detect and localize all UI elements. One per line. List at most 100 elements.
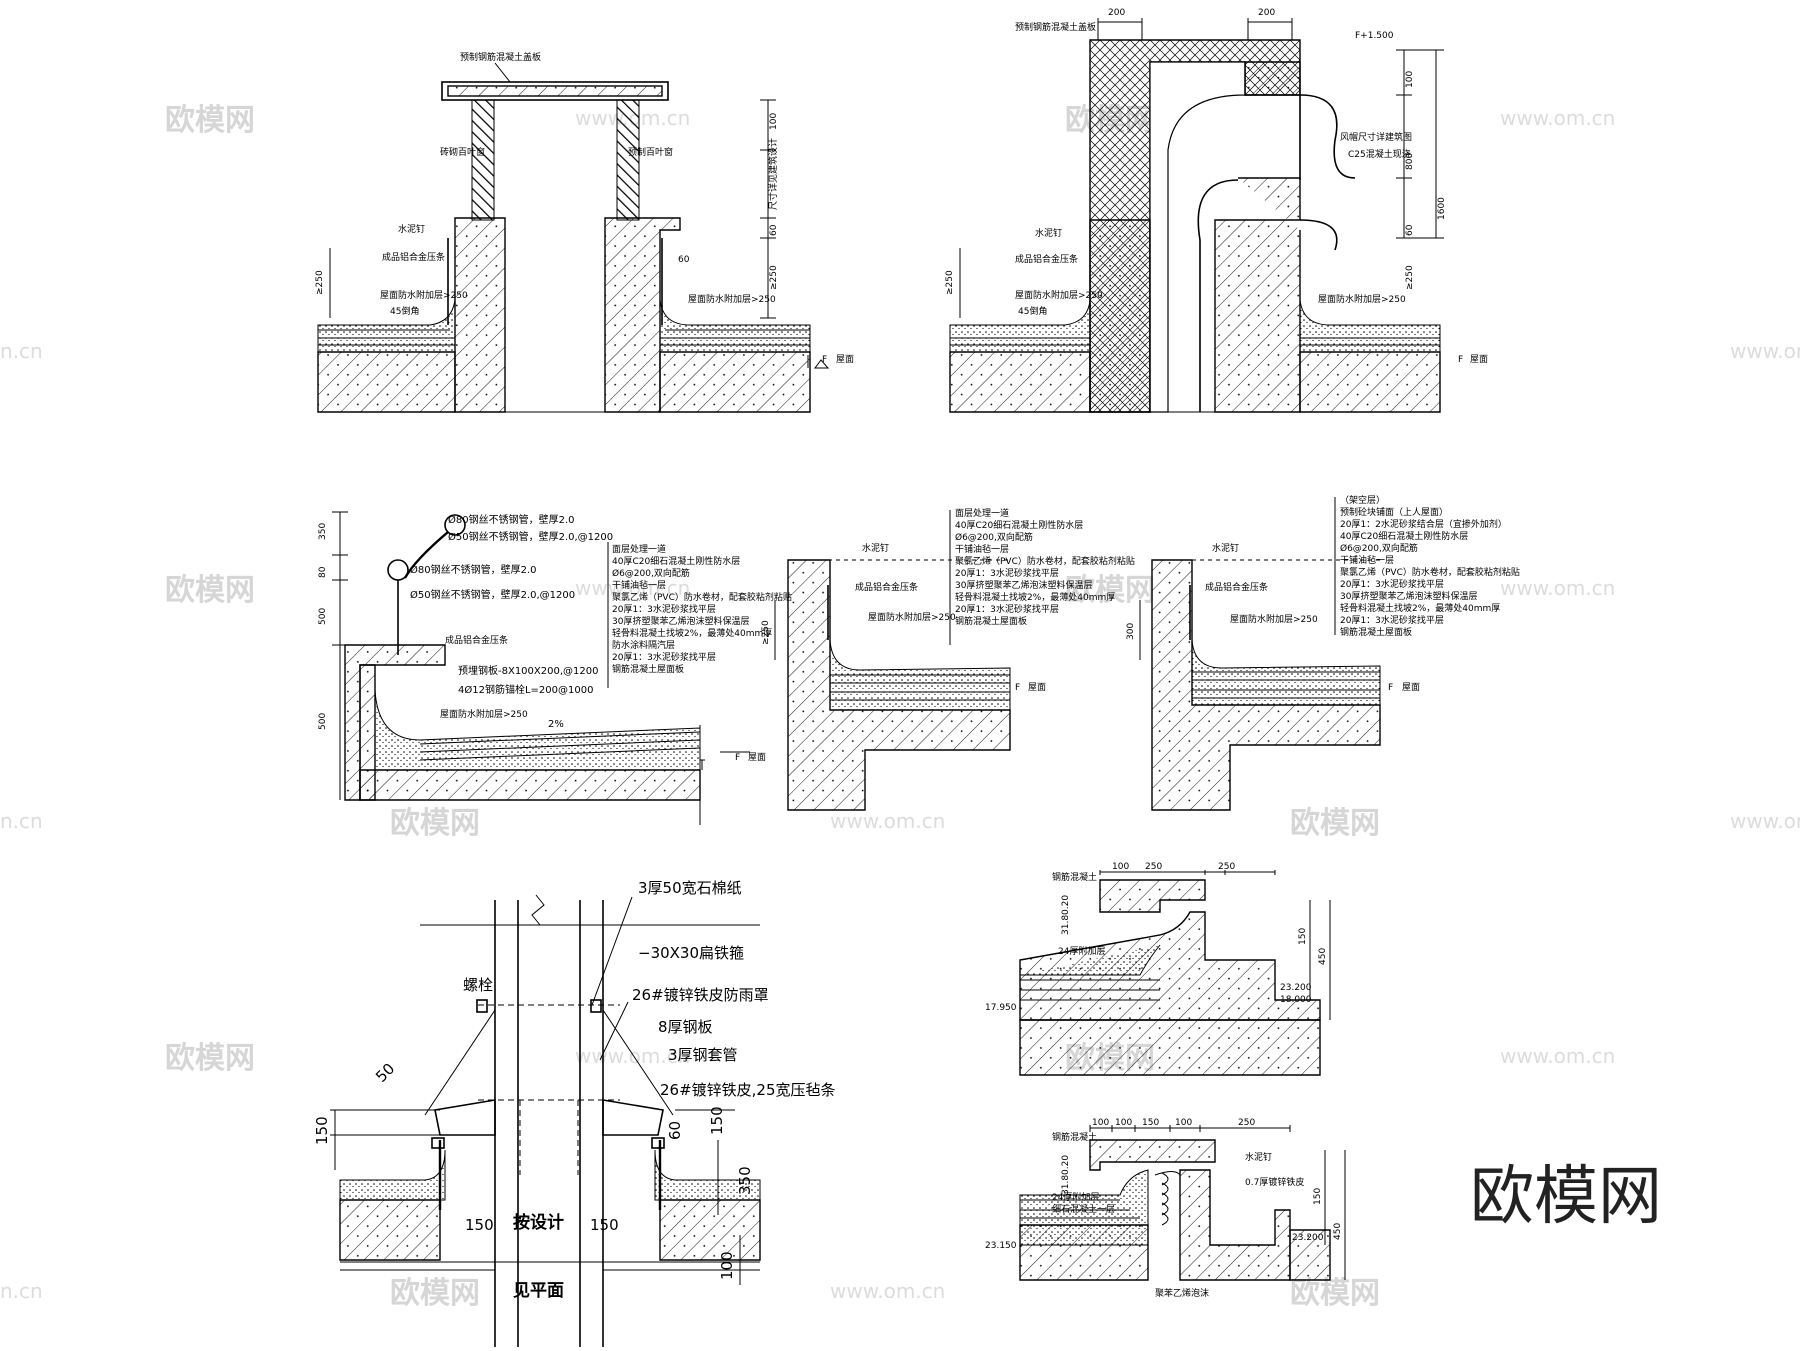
- svg-text:成品铝合金压条: 成品铝合金压条: [1015, 253, 1078, 265]
- louver-left: [471, 99, 495, 221]
- brand-logo: 欧模网: [1470, 1160, 1662, 1234]
- svg-text:23.150: 23.150: [985, 1241, 1017, 1251]
- svg-text:聚氯乙烯（PVC）防水卷材，配套胶粘剂粘贴: 聚氯乙烯（PVC）防水卷材，配套胶粘剂粘贴: [1340, 566, 1520, 578]
- svg-text:30厚挤塑聚苯乙烯泡沫塑料保温层: 30厚挤塑聚苯乙烯泡沫塑料保温层: [955, 579, 1092, 591]
- svg-text:聚苯乙烯泡沫: 聚苯乙烯泡沫: [1155, 1287, 1209, 1299]
- svg-text:2%: 2%: [548, 719, 564, 730]
- svg-text:Ø50钢丝不锈钢管，壁厚2.0,@1200: Ø50钢丝不锈钢管，壁厚2.0,@1200: [448, 530, 613, 543]
- svg-text:80: 80: [318, 566, 328, 578]
- svg-text:细石混凝土一层: 细石混凝土一层: [1052, 1203, 1115, 1215]
- chamfer-note: 45倒角: [390, 305, 419, 317]
- svg-text:Ø6@200,双向配筋: Ø6@200,双向配筋: [1340, 542, 1418, 554]
- svg-text:60: 60: [769, 224, 779, 236]
- svg-text:钢筋混凝土屋面板: 钢筋混凝土屋面板: [955, 615, 1027, 627]
- svg-text:面层处理一道: 面层处理一道: [955, 507, 1009, 519]
- watermark-url: www.om.cn: [575, 1044, 690, 1068]
- svg-text:300: 300: [1126, 623, 1136, 640]
- svg-text:31.80.20: 31.80.20: [1061, 895, 1071, 935]
- svg-text:≥250: ≥250: [945, 270, 955, 295]
- svg-text:≥250: ≥250: [769, 265, 779, 290]
- svg-text:800: 800: [1405, 153, 1415, 170]
- slab-right: [659, 351, 811, 413]
- svg-text:防水涂料隔汽层: 防水涂料隔汽层: [612, 639, 675, 651]
- svg-text:24厚附加层: 24厚附加层: [1052, 1191, 1099, 1203]
- svg-text:≥250: ≥250: [1405, 265, 1415, 290]
- detail-2-hood: 200 200 预制钢筋混凝土盖板 F+1.500 风帽尺寸详建筑图 C25混凝…: [945, 8, 1488, 413]
- detail-6-pipe-penetration: 3厚50宽石棉纸 −30X30扁铁箍 26#镀锌铁皮防雨罩 8厚钢板 3厚钢套管…: [313, 879, 836, 1347]
- svg-text:23.200: 23.200: [1292, 1233, 1324, 1243]
- detail-4-layer-list: 面层处理一道 40厚C20细石混凝土刚性防水层 Ø6@200,双向配筋 干铺油毡…: [955, 507, 1135, 627]
- svg-text:Ø80钢丝不锈钢管，壁厚2.0: Ø80钢丝不锈钢管，壁厚2.0: [410, 563, 537, 576]
- svg-text:200: 200: [1258, 8, 1275, 18]
- hood-wall-right: [1214, 177, 1301, 413]
- svg-text:水泥钉: 水泥钉: [862, 542, 889, 554]
- svg-text:聚氯乙烯（PVC）防水卷材，配套胶粘剂粘贴: 聚氯乙烯（PVC）防水卷材，配套胶粘剂粘贴: [955, 555, 1135, 567]
- svg-text:预埋钢板-8X100X200,@1200: 预埋钢板-8X100X200,@1200: [458, 664, 598, 677]
- svg-text:250: 250: [1238, 1118, 1255, 1128]
- svg-text:50: 50: [372, 1060, 398, 1086]
- pier-left-note: 砖砌百叶窗: [440, 146, 485, 158]
- svg-text:屋面防水附加层>250: 屋面防水附加层>250: [1230, 613, 1318, 625]
- svg-text:100: 100: [1112, 862, 1129, 872]
- svg-text:250: 250: [1218, 862, 1235, 872]
- pipe-note-5: 3厚钢套管: [668, 1046, 738, 1064]
- strip-note: 成品铝合金压条: [382, 251, 445, 263]
- wall-left: [454, 217, 506, 413]
- svg-text:20厚1：3水泥砂浆找平层: 20厚1：3水泥砂浆找平层: [955, 567, 1059, 579]
- svg-text:18.000: 18.000: [1280, 995, 1312, 1005]
- detail-3-layer-list: 面层处理一道 40厚C20细石混凝土刚性防水层 Ø6@200,双向配筋 干铺油毡…: [612, 543, 792, 675]
- svg-text:40厚C20细石混凝土刚性防水层: 40厚C20细石混凝土刚性防水层: [612, 555, 740, 567]
- svg-text:100: 100: [769, 113, 779, 130]
- bolt-note: 螺栓: [463, 976, 493, 994]
- svg-text:C25混凝土现浇: C25混凝土现浇: [1348, 148, 1411, 160]
- svg-text:F: F: [1458, 355, 1463, 365]
- svg-text:屋面: 屋面: [748, 752, 766, 763]
- svg-text:150: 150: [708, 1106, 726, 1135]
- watermark-url: www.om.cn: [575, 576, 690, 600]
- svg-text:干铺油毡一层: 干铺油毡一层: [612, 579, 666, 591]
- watermark-brand: 欧模网: [165, 103, 255, 138]
- svg-text:屋面: 屋面: [836, 354, 854, 365]
- svg-text:350: 350: [736, 1166, 754, 1195]
- svg-text:20厚1：3水泥砂浆找平层: 20厚1：3水泥砂浆找平层: [955, 603, 1059, 615]
- watermark-brand: 欧模网: [390, 1276, 480, 1311]
- svg-text:100: 100: [718, 1251, 736, 1280]
- svg-text:45倒角: 45倒角: [1018, 305, 1047, 317]
- svg-text:屋面防水附加层>250: 屋面防水附加层>250: [1015, 289, 1103, 301]
- watermark-url: n.cn: [0, 809, 43, 833]
- svg-text:F: F: [1388, 683, 1393, 693]
- svg-text:24厚附加层: 24厚附加层: [1058, 945, 1105, 957]
- watermark-url: www.om.cn: [830, 809, 945, 833]
- watermarks: 欧模网 www.om.cn 欧模网 www.om.cn n.cn www.om.…: [0, 103, 1800, 1311]
- svg-text:450: 450: [1318, 948, 1328, 965]
- detail-3-parapet-railing: 350 80 500 500 Ø80钢丝不锈钢管，壁厚2.0 Ø50钢丝不锈钢管…: [318, 511, 792, 825]
- watermark-brand: 欧模网: [165, 1041, 255, 1076]
- svg-text:水泥钉: 水泥钉: [1245, 1151, 1272, 1163]
- svg-text:钢筋混凝土屋面板: 钢筋混凝土屋面板: [612, 663, 684, 675]
- svg-text:1600: 1600: [1437, 197, 1447, 220]
- svg-text:150: 150: [1313, 1188, 1323, 1205]
- svg-text:干铺油毡一层: 干铺油毡一层: [955, 543, 1009, 555]
- svg-text:面层处理一道: 面层处理一道: [612, 543, 666, 555]
- watermark-brand: 欧模网: [390, 806, 480, 841]
- roof-layers-left: [317, 299, 456, 353]
- cover-note: 预制钢筋混凝土盖板: [460, 51, 541, 63]
- svg-text:100: 100: [1175, 1118, 1192, 1128]
- roof-layers-right: [659, 299, 811, 353]
- svg-text:预制钢筋混凝土盖板: 预制钢筋混凝土盖板: [1015, 21, 1096, 33]
- svg-text:250: 250: [1145, 862, 1162, 872]
- svg-text:40厚C20细石混凝土刚性防水层: 40厚C20细石混凝土刚性防水层: [1340, 530, 1468, 542]
- hood-wall-left: [1089, 219, 1151, 413]
- design-label: 按设计: [513, 1212, 564, 1233]
- svg-text:聚氯乙烯（PVC）防水卷材，配套胶粘剂粘贴: 聚氯乙烯（PVC）防水卷材，配套胶粘剂粘贴: [612, 591, 792, 603]
- upturn-note-right: 屋面防水附加层>250: [688, 293, 776, 305]
- cover-slab: [441, 81, 669, 101]
- svg-text:水泥钉: 水泥钉: [1212, 542, 1239, 554]
- svg-text:钢筋混凝土: 钢筋混凝土: [1052, 871, 1097, 883]
- svg-text:F+1.500: F+1.500: [1355, 31, 1394, 41]
- svg-text:350: 350: [318, 523, 328, 540]
- handrail-top: [444, 514, 466, 536]
- pipe-note-3: 26#镀锌铁皮防雨罩: [632, 986, 769, 1004]
- detail-8-expansion-joint: 100 100 150 100 250 钢筋混凝土 24厚附加层 细石混凝土一层…: [985, 1118, 1346, 1299]
